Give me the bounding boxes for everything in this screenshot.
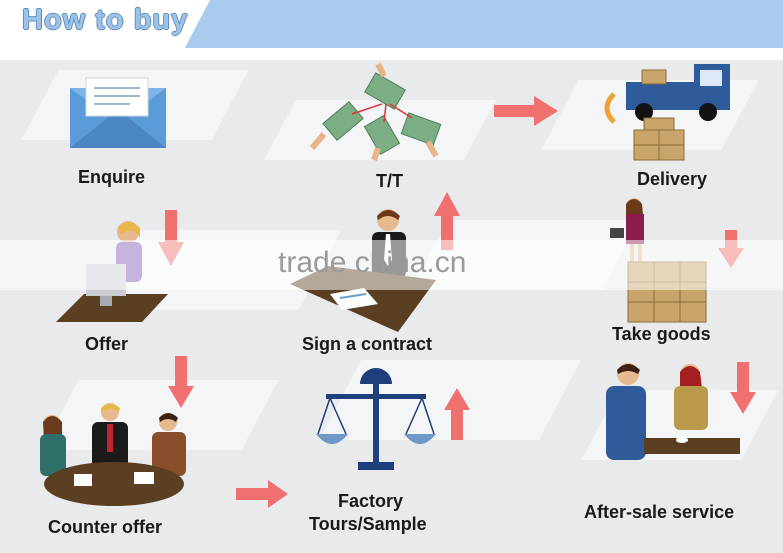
watermark: trade china.cn <box>278 246 467 279</box>
arrow-right-icon <box>494 96 558 126</box>
step-label-factory: Factory <box>338 491 404 511</box>
step-label-delivery: Delivery <box>637 169 708 189</box>
truck-icon <box>604 64 730 161</box>
money-transfer-icon <box>309 62 442 161</box>
arrow-right-icon <box>236 480 288 508</box>
arrow-up-icon <box>444 388 470 440</box>
watermark-band <box>0 240 783 290</box>
envelope-icon <box>70 77 166 148</box>
step-label-after-sale: After-sale service <box>584 502 735 522</box>
step-label-offer: Offer <box>85 334 129 354</box>
header-tab <box>0 0 210 48</box>
step-label-tt: T/T <box>376 171 403 191</box>
step-label-counter-offer: Counter offer <box>48 517 162 537</box>
step-label-sign-contract: Sign a contract <box>302 334 433 354</box>
arrow-down-icon <box>730 362 756 414</box>
page-title: How to buy <box>22 4 189 36</box>
after-sale-service-icon <box>606 363 740 460</box>
step-label-take-goods: Take goods <box>612 324 711 344</box>
scale-icon <box>316 368 436 470</box>
step-label-enquire: Enquire <box>78 167 146 187</box>
arrow-down-icon <box>168 356 194 408</box>
step-label-tours-sample: Tours/Sample <box>309 514 427 534</box>
meeting-table-icon <box>40 403 186 506</box>
header-banner: How to buy <box>0 0 783 48</box>
arrow-up-icon <box>434 192 460 250</box>
